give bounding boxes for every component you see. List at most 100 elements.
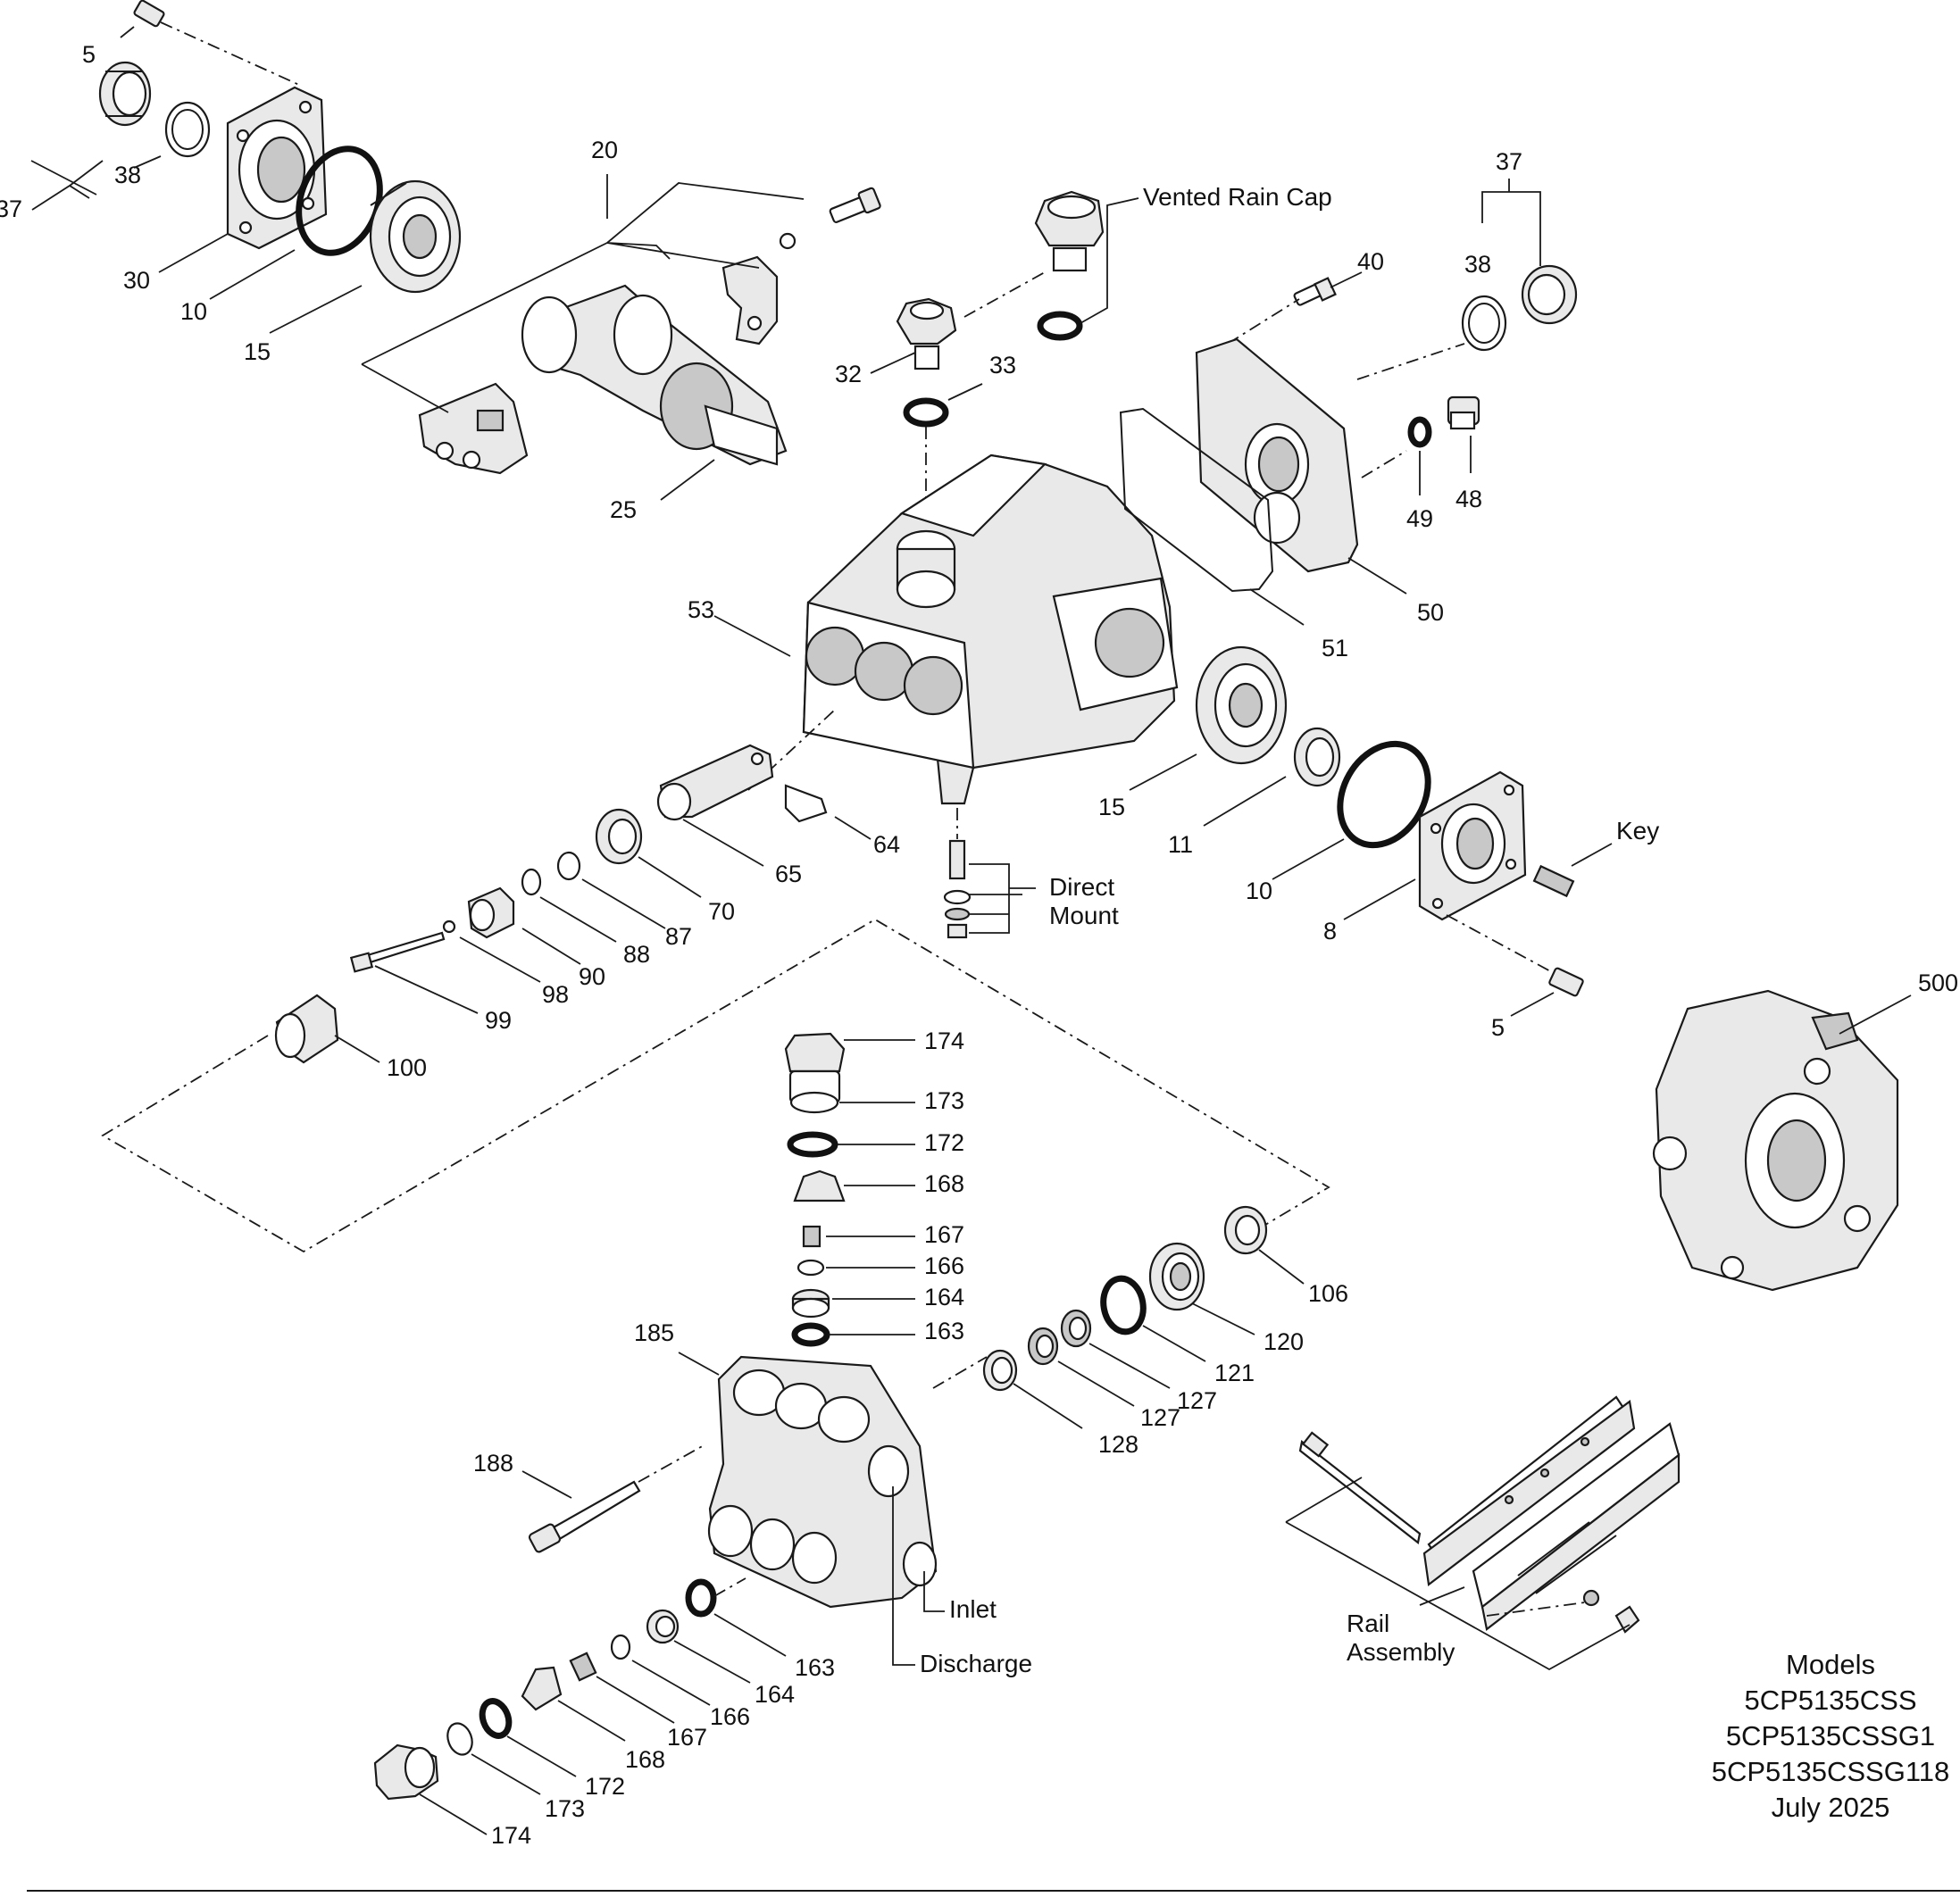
label-10b: 10 [1246,878,1272,904]
part-174-valve-cap-b [373,1743,439,1801]
label-185: 185 [634,1319,674,1346]
part-172-oring-b [479,1698,513,1739]
part-173-ring-b [446,1722,473,1756]
leader-173b [471,1753,541,1795]
leader-15a [269,285,363,334]
part-38-washer-a [164,101,211,158]
dash-line-49 [1361,450,1407,478]
leader-50 [1347,557,1407,595]
part-15-bearing-b [1195,645,1288,765]
label-164a: 164 [924,1284,964,1310]
label-128: 128 [1098,1431,1138,1458]
part-20-washer [779,232,797,250]
leader-11 [1203,776,1287,827]
label-11: 11 [1168,831,1193,858]
part-49-oring [1407,416,1432,448]
part-11-seal [1293,727,1341,787]
note-vented-rain-cap: Vented Rain Cap [1143,183,1332,211]
leader-128 [1013,1383,1083,1429]
leader-inlet [923,1571,945,1612]
label-127b: 127 [1140,1404,1180,1431]
part-100-collar [274,994,339,1064]
label-10a: 10 [180,298,207,325]
label-5b: 5 [1491,1014,1505,1041]
label-38a: 38 [114,162,141,188]
part-166-valve-a [797,1259,825,1277]
part-10-oring-b [1337,740,1431,849]
label-40: 40 [1357,248,1384,275]
label-38b: 38 [1464,251,1491,278]
leader-121 [1142,1325,1206,1362]
part-37-plug-a [98,61,152,127]
part-500-gearbox [1652,989,1899,1292]
leader-88 [539,896,617,943]
leader-127a [1057,1360,1135,1407]
label-50: 50 [1417,599,1444,626]
label-106: 106 [1308,1280,1348,1307]
leader-51 [1249,588,1305,626]
label-172b: 172 [585,1773,625,1800]
leader-64 [834,816,872,840]
label-88: 88 [623,941,650,968]
label-32: 32 [835,361,862,387]
leader-168b [557,1700,626,1742]
part-key [1532,864,1575,898]
title-line-2: 5CP5135CSS [1744,1685,1916,1716]
label-163a: 163 [924,1318,964,1344]
label-166b: 166 [710,1703,750,1730]
label-37a: 37 [0,196,22,222]
dash-line-rail [1486,1602,1586,1617]
part-188-bolt [528,1480,641,1553]
label-70: 70 [708,898,735,925]
label-37b: 37 [1496,148,1522,175]
part-185-manifold [707,1355,938,1609]
leader-37a-bracket [30,160,97,196]
part-106-seal [1223,1205,1268,1255]
label-167b: 167 [667,1724,707,1751]
note-inlet: Inlet [949,1595,997,1623]
dash-frame [101,918,1330,1253]
leader-38a [133,155,162,169]
label-25: 25 [610,496,637,523]
leader-99 [374,965,479,1014]
part-vented-rain-cap-oring [1037,311,1083,341]
label-33: 33 [989,352,1016,379]
leader-65 [682,819,764,867]
label-64: 64 [873,831,900,858]
dash-line-cap [963,271,1046,318]
label-53: 53 [688,596,714,623]
part-38-washer-b [1461,295,1507,352]
leader-90 [521,928,581,965]
leader-163b [713,1613,787,1657]
part-5-screw-bottom [1548,967,1584,997]
part-70-seal-retainer [595,808,643,865]
part-8-bearing-cover [1418,770,1527,921]
part-rail-assembly [1298,1395,1681,1634]
part-vented-rain-cap [1034,190,1105,272]
part-99-bolt [349,931,446,973]
note-direct-mount-line1: Direct [1049,873,1114,901]
label-48: 48 [1455,486,1482,512]
part-163-oring-a [791,1322,830,1347]
leader-174b [419,1793,488,1835]
leader-vented-rain-cap [1080,197,1139,324]
label-87: 87 [665,923,692,950]
part-25-crankshaft [521,284,788,466]
dash-line-38b [1356,343,1465,380]
part-167-spring-b [569,1652,597,1682]
part-64-pin [784,784,828,823]
label-168a: 168 [924,1170,964,1197]
leader-10a [209,249,296,300]
leader-10b [1272,838,1345,880]
part-120-seal-housing [1148,1242,1205,1311]
leader-25 [660,459,715,501]
part-173-ring-a [789,1091,839,1114]
leader-direct-mount [969,863,1036,934]
leader-166b [631,1660,711,1706]
models-title-block: Models 5CP5135CSS 5CP5135CSSG1 5CP5135CS… [1712,1649,1950,1823]
title-line-3: 5CP5135CSSG1 [1726,1720,1935,1751]
leader-167b [596,1676,675,1724]
dash-line-40 [1227,298,1300,345]
label-30: 30 [123,267,150,294]
